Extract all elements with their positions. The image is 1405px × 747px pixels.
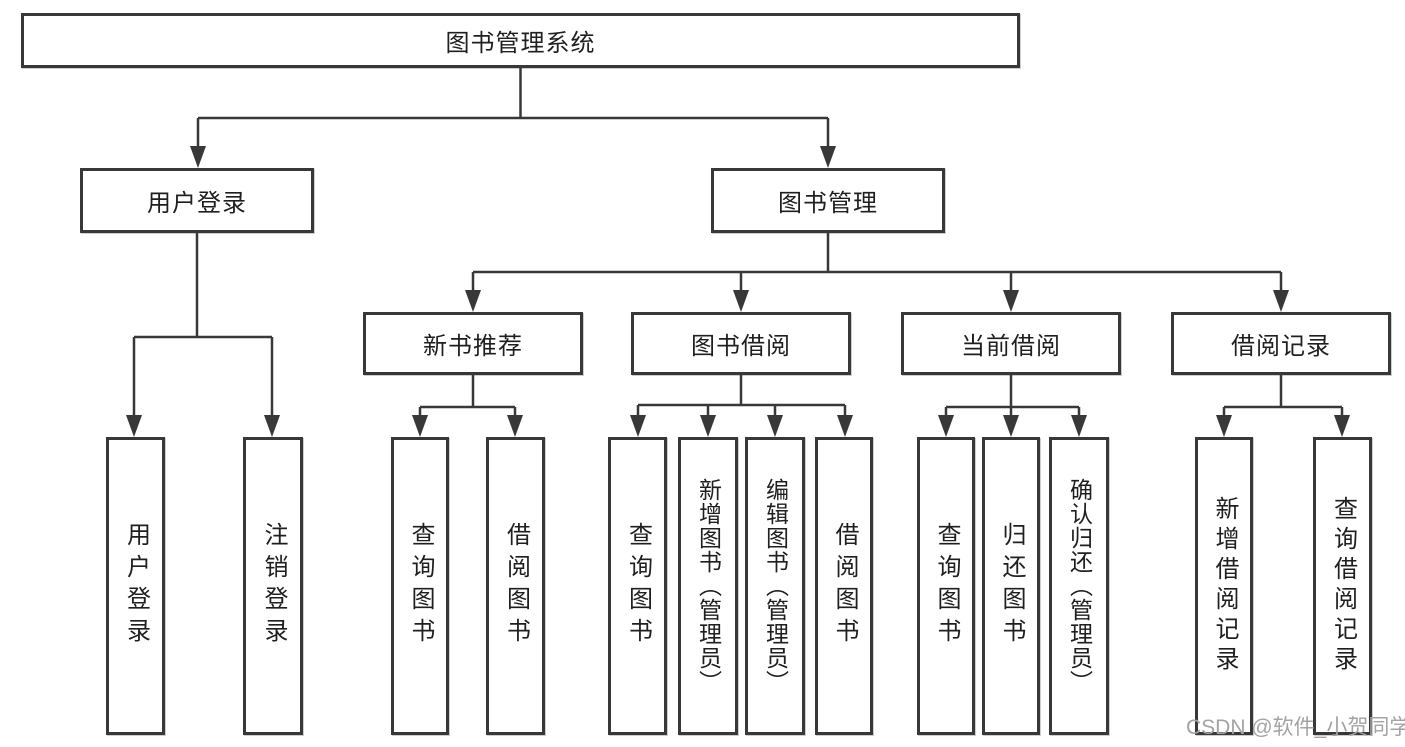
node-edit-book-admin: 编辑图书（管理员） (745, 437, 805, 735)
node-borrow-records-label: 借阅记录 (1231, 333, 1331, 360)
node-current-borrow-label: 当前借阅 (961, 333, 1061, 360)
node-edit-book-admin-label: 编辑图书（管理员） (762, 478, 789, 694)
node-book-borrow-label: 图书借阅 (691, 333, 791, 360)
node-user-login-leaf-label: 用户登录 (122, 522, 150, 650)
node-logout-leaf: 注销登录 (243, 437, 303, 735)
node-query-books-recommend: 查询图书 (391, 437, 449, 735)
node-return-books-label: 归还图书 (998, 522, 1025, 650)
node-query-books-recommend-label: 查询图书 (407, 522, 434, 650)
node-add-book-admin: 新增图书（管理员） (678, 437, 738, 735)
node-query-books-current-label: 查询图书 (933, 522, 960, 650)
node-confirm-return-admin: 确认归还（管理员） (1049, 437, 1109, 735)
node-borrow-books-recommend: 借阅图书 (486, 437, 545, 735)
node-user-login-label: 用户登录 (147, 190, 247, 217)
node-return-books: 归还图书 (982, 437, 1040, 735)
node-query-books-borrow-label: 查询图书 (624, 522, 652, 650)
node-borrow-books-leaf-label: 借阅图书 (831, 522, 858, 650)
node-current-borrow: 当前借阅 (901, 312, 1121, 375)
node-book-management: 图书管理 (711, 168, 945, 233)
node-root-label: 图书管理系统 (445, 30, 596, 57)
node-query-books-borrow: 查询图书 (608, 437, 667, 735)
node-add-borrow-record-label: 新增借阅记录 (1211, 496, 1238, 676)
node-user-login: 用户登录 (80, 168, 314, 233)
node-borrow-books-leaf: 借阅图书 (815, 437, 873, 735)
node-add-borrow-record: 新增借阅记录 (1195, 437, 1253, 735)
node-query-borrow-record: 查询借阅记录 (1313, 437, 1372, 735)
node-query-books-current: 查询图书 (917, 437, 975, 735)
node-new-book-recommend: 新书推荐 (363, 312, 583, 375)
node-confirm-return-admin-label: 确认归还（管理员） (1066, 478, 1093, 694)
csdn-watermark: CSDN @软件_小贺同学 (1186, 716, 1405, 739)
node-book-management-label: 图书管理 (778, 190, 878, 217)
node-query-borrow-record-label: 查询借阅记录 (1329, 496, 1357, 676)
node-logout-leaf-label: 注销登录 (260, 522, 287, 650)
node-root: 图书管理系统 (21, 13, 1020, 68)
node-add-book-admin-label: 新增图书（管理员） (695, 478, 722, 694)
node-borrow-records: 借阅记录 (1171, 312, 1391, 375)
node-book-borrow: 图书借阅 (631, 312, 851, 375)
node-borrow-books-recommend-label: 借阅图书 (502, 522, 530, 650)
node-new-book-recommend-label: 新书推荐 (423, 333, 523, 360)
node-user-login-leaf: 用户登录 (106, 437, 165, 735)
